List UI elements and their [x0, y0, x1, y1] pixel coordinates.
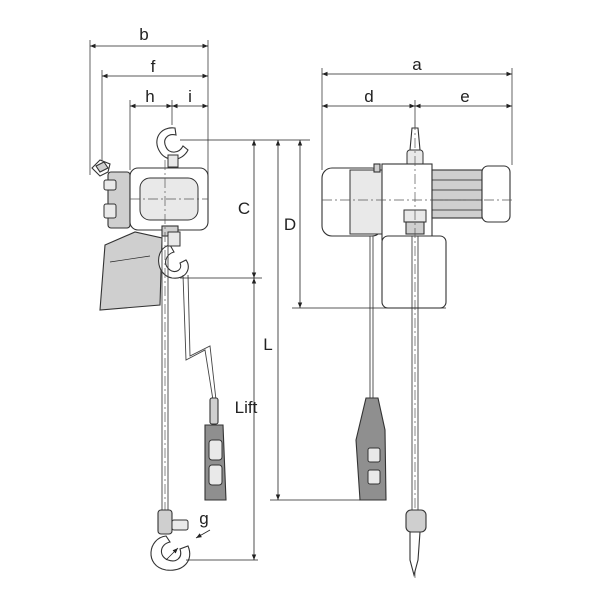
label-c: C: [238, 199, 250, 218]
label-h: h: [145, 87, 154, 106]
body-hook: [158, 244, 189, 279]
label-L: L: [263, 335, 272, 354]
front-view-hoist: [321, 68, 513, 578]
label-D: D: [284, 215, 296, 234]
dimension-lines: [90, 43, 512, 561]
label-i: i: [188, 87, 192, 106]
chain-container: [381, 235, 447, 309]
side-view-hoist: [89, 40, 227, 571]
label-b: b: [139, 25, 148, 44]
top-hook: [156, 127, 189, 160]
label-e: e: [460, 87, 469, 106]
pendant-controller-side: [204, 424, 227, 501]
dimension-labels: b f h i a d e C D L Lift g: [139, 25, 469, 528]
label-d: d: [364, 87, 373, 106]
label-f: f: [151, 57, 156, 76]
bottom-hook-front: [409, 531, 421, 578]
bottom-hook: [150, 535, 191, 571]
motor: [431, 169, 483, 219]
label-g: g: [199, 509, 208, 528]
label-lift: Lift: [235, 398, 258, 417]
chain-bag: [99, 231, 163, 311]
label-a: a: [412, 55, 422, 74]
